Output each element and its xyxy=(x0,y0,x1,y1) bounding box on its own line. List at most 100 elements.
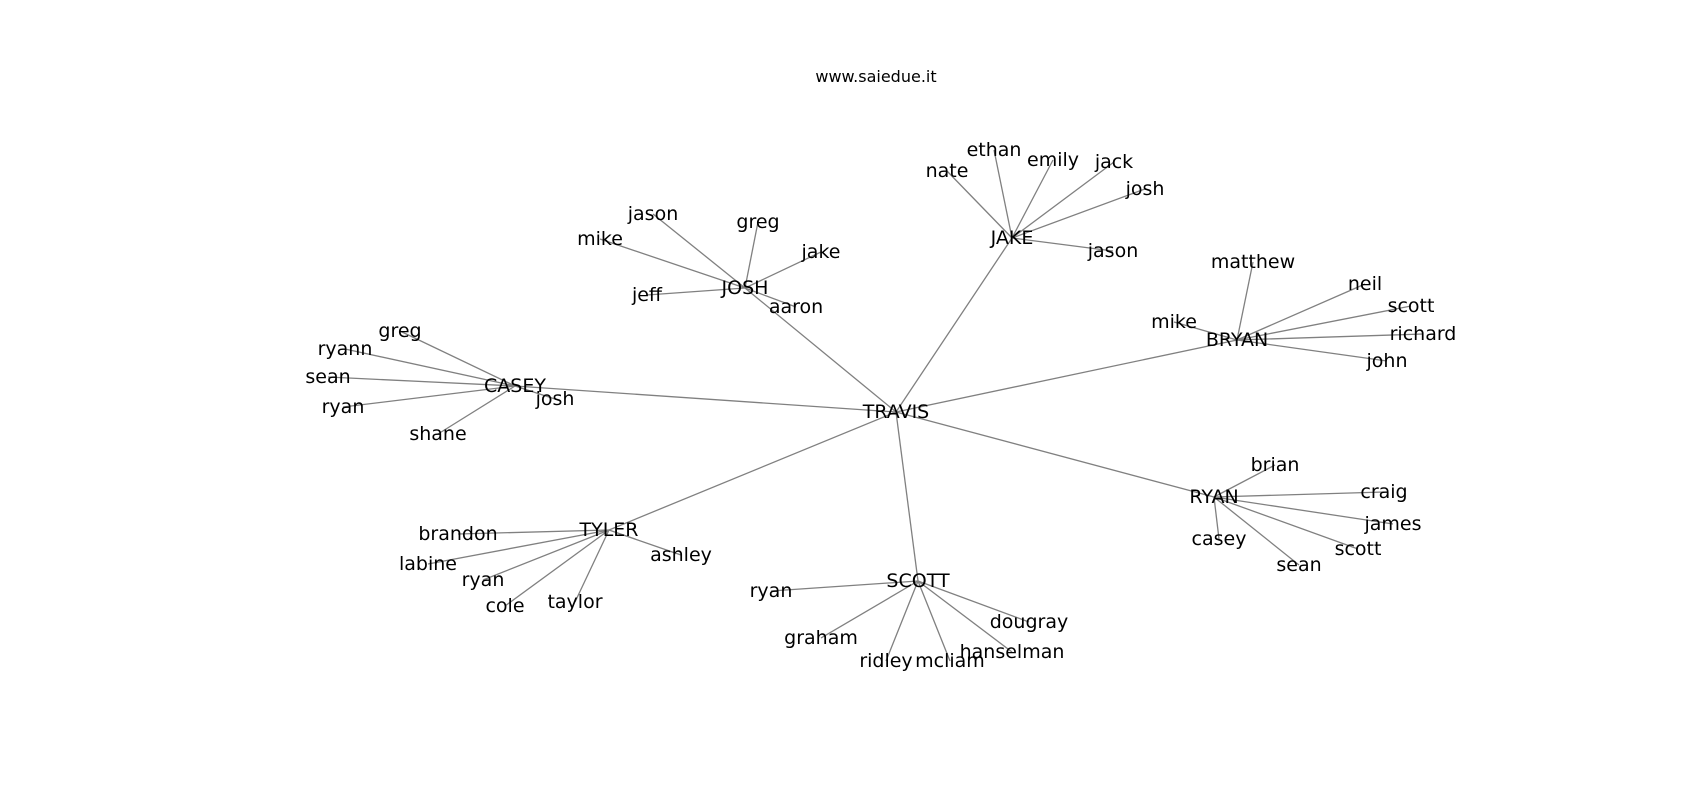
node-ryan-brian: brian xyxy=(1251,454,1300,476)
node-josh-greg: greg xyxy=(736,211,779,233)
node-tyler-ashley: ashley xyxy=(650,544,712,566)
node-tyler-brandon: brandon xyxy=(418,523,497,545)
node-scott-mcliam: mcliam xyxy=(915,650,985,672)
node-scott-graham: graham xyxy=(784,627,858,649)
node-tyler-labine: labine xyxy=(399,553,457,575)
node-casey-sean: sean xyxy=(305,366,350,388)
node-jake-nate: nate xyxy=(926,160,969,182)
node-casey-ryann: ryann xyxy=(318,338,373,360)
edge-ryan-craig xyxy=(1213,491,1385,498)
edge-travis-josh xyxy=(744,287,897,413)
edge-scott-hanselman xyxy=(917,580,1013,653)
node-tyler-cole: cole xyxy=(485,595,524,617)
edge-travis-ryan xyxy=(895,411,1215,498)
node-josh-jeff: jeff xyxy=(631,284,663,306)
node-bryan-matthew: matthew xyxy=(1211,251,1295,273)
node-hub-casey: CASEY xyxy=(484,375,546,397)
edge-scott-dougray xyxy=(917,580,1030,623)
node-hub-ryan: RYAN xyxy=(1189,486,1238,508)
edge-jake-josh xyxy=(1011,188,1146,239)
edge-jake-jason xyxy=(1011,237,1114,252)
edge-scott-ryan xyxy=(770,580,919,592)
edge-tyler-cole xyxy=(504,529,610,607)
node-josh-aaron: aaron xyxy=(769,296,823,318)
edge-jake-nate xyxy=(946,170,1013,239)
edge-josh-aaron xyxy=(744,287,797,308)
edge-jake-jack xyxy=(1011,161,1115,239)
node-tyler-taylor: taylor xyxy=(547,591,602,613)
edge-tyler-brandon xyxy=(457,529,610,535)
node-josh-jake: jake xyxy=(801,241,841,263)
edge-jake-ethan xyxy=(993,149,1013,239)
node-ryan-james: james xyxy=(1363,513,1421,535)
node-hub-bryan: BRYAN xyxy=(1206,329,1268,351)
node-hub-jake: JAKE xyxy=(990,227,1034,249)
node-ryan-craig: craig xyxy=(1360,481,1407,503)
node-bryan-john: john xyxy=(1366,350,1408,372)
node-jake-ethan: ethan xyxy=(967,139,1022,161)
node-josh-jason: jason xyxy=(627,203,679,225)
edge-casey-ryann xyxy=(344,348,516,387)
edge-ryan-brian xyxy=(1213,464,1276,498)
edges-layer xyxy=(327,149,1424,662)
edge-josh-greg xyxy=(744,221,759,289)
edge-bryan-richard xyxy=(1236,333,1424,341)
node-ryan-scott: scott xyxy=(1335,538,1382,560)
node-ryan-casey: casey xyxy=(1192,528,1247,550)
edge-scott-ridley xyxy=(885,580,919,662)
node-tyler-ryan: ryan xyxy=(462,569,505,591)
edge-bryan-matthew xyxy=(1236,261,1254,341)
edge-jake-emily xyxy=(1011,159,1054,239)
edge-scott-mcliam xyxy=(917,580,951,662)
edge-josh-jake xyxy=(744,251,822,289)
site-url-label: www.saiedue.it xyxy=(815,67,936,86)
edge-tyler-labine xyxy=(427,529,610,565)
node-scott-ryan: ryan xyxy=(750,580,793,602)
node-bryan-richard: richard xyxy=(1390,323,1457,345)
edge-scott-graham xyxy=(820,580,919,639)
node-hub-josh: JOSH xyxy=(721,277,769,299)
node-jake-emily: emily xyxy=(1027,149,1079,171)
edge-tyler-ryan xyxy=(482,529,610,581)
node-hub-tyler: TYLER xyxy=(578,519,638,541)
node-center: TRAVIS xyxy=(862,401,929,423)
edge-casey-greg xyxy=(399,330,516,387)
node-bryan-scott: scott xyxy=(1388,295,1435,317)
edge-casey-shane xyxy=(437,385,516,435)
edge-travis-bryan xyxy=(895,339,1238,413)
edge-travis-scott xyxy=(895,411,919,582)
edge-ryan-james xyxy=(1213,496,1394,525)
edge-josh-mike xyxy=(599,238,746,289)
edge-ryan-sean xyxy=(1213,496,1300,566)
node-jake-jack: jack xyxy=(1094,151,1133,173)
edge-tyler-taylor xyxy=(574,529,610,603)
edge-ryan-scott xyxy=(1213,496,1359,550)
edge-josh-jason xyxy=(652,213,746,289)
node-bryan-mike: mike xyxy=(1151,311,1197,333)
node-casey-shane: shane xyxy=(409,423,466,445)
edge-travis-tyler xyxy=(608,411,897,531)
edge-bryan-scott xyxy=(1236,305,1412,341)
node-josh-mike: mike xyxy=(577,228,623,250)
edge-casey-josh xyxy=(514,385,556,400)
edge-josh-jeff xyxy=(646,287,746,296)
node-scott-hanselman: hanselman xyxy=(960,641,1065,663)
edge-bryan-neil xyxy=(1236,283,1366,341)
edge-bryan-john xyxy=(1236,339,1388,362)
edge-casey-sean xyxy=(327,376,516,387)
edge-travis-jake xyxy=(895,237,1013,413)
node-scott-dougray: dougray xyxy=(990,611,1069,633)
node-bryan-neil: neil xyxy=(1348,273,1382,295)
edge-casey-ryan xyxy=(342,385,516,408)
labels-layer: TRAVIS JOSH jason greg mike jake jeff aaron JAKE… xyxy=(305,139,1456,672)
node-casey-ryan: ryan xyxy=(322,396,365,418)
edge-travis-casey xyxy=(514,385,897,413)
node-casey-greg: greg xyxy=(378,320,421,342)
edge-tyler-ashley xyxy=(608,529,682,556)
node-scott-ridley: ridley xyxy=(859,650,912,672)
edge-ryan-casey xyxy=(1213,496,1220,540)
node-jake-jason: jason xyxy=(1087,240,1139,262)
node-hub-scott: SCOTT xyxy=(886,570,950,592)
node-ryan-sean: sean xyxy=(1276,554,1321,576)
